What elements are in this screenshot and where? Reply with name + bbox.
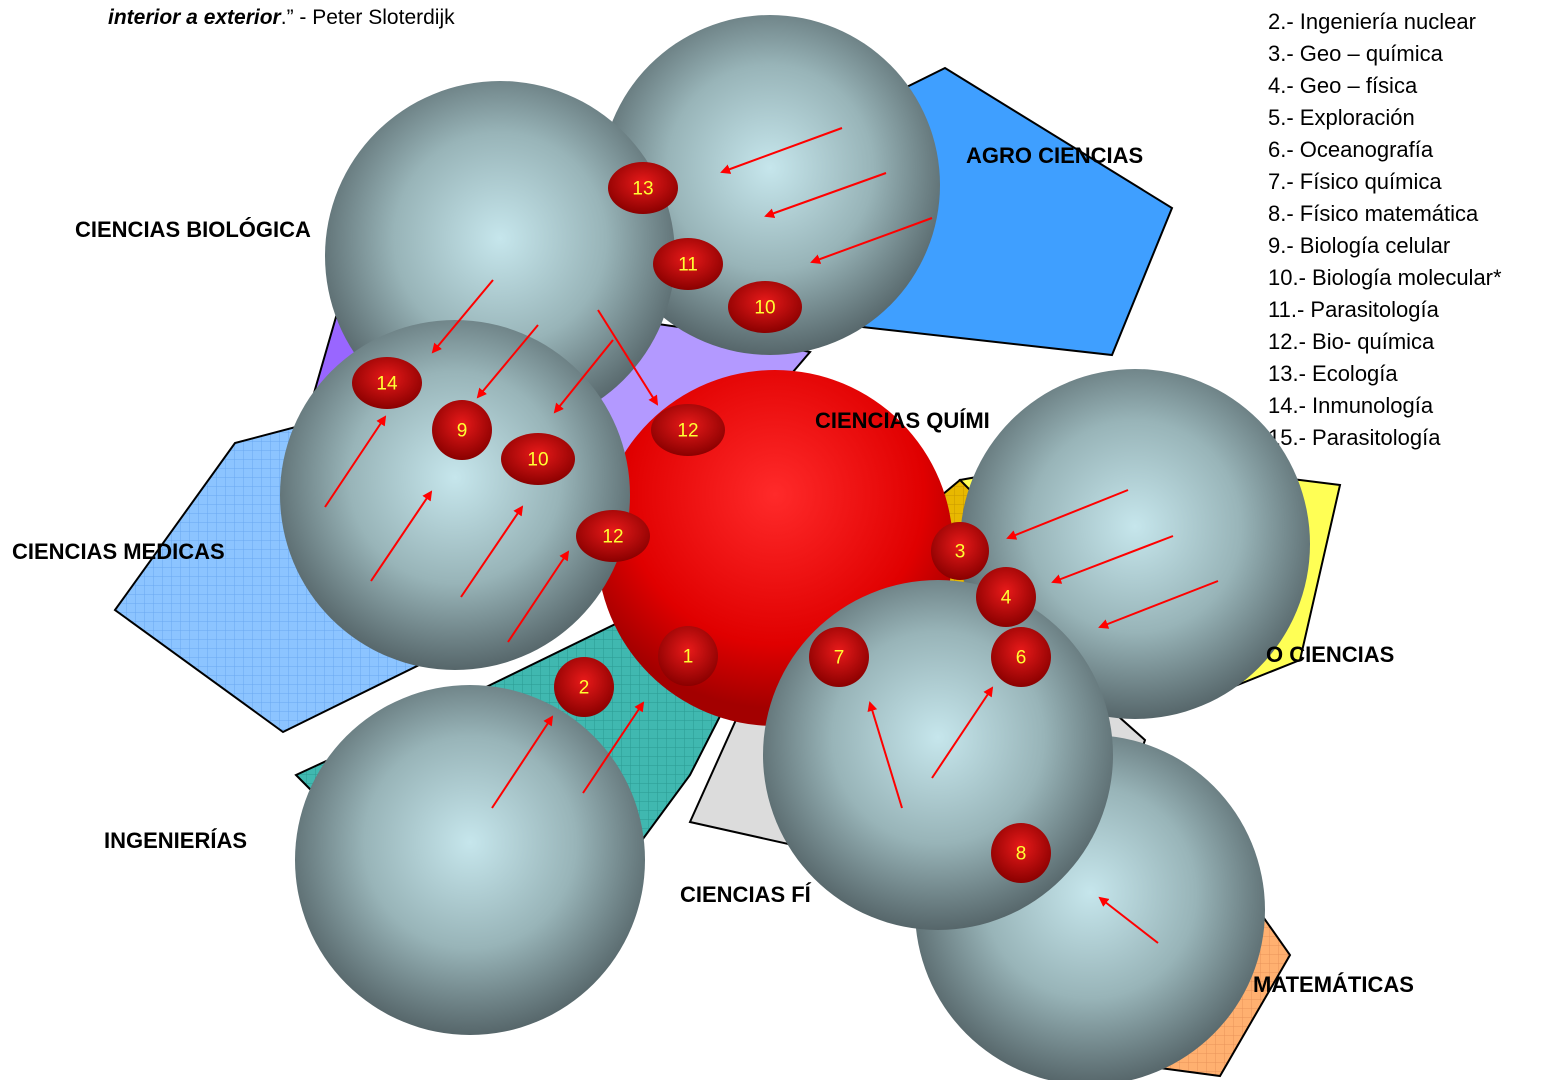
node-label: 10 [527,450,548,471]
label-ciencias-medicas: CIENCIAS MEDICAS [12,539,225,564]
arrow [1051,535,1174,584]
arrow [582,701,645,794]
medicas-sphere [280,320,630,670]
node-12-lower: 12 [576,510,650,562]
node-6: 6 [991,627,1051,687]
arrow [1098,896,1159,944]
legend-item: 11.- Parasitología [1268,297,1439,322]
node-10-top: 10 [728,281,802,333]
arrows-group [324,127,1219,944]
label-geo-ciencias: O CIENCIAS [1266,642,1394,667]
arrow [491,715,554,809]
ingenierias-sphere [295,685,645,1035]
node-label: 14 [376,374,398,395]
arrow [324,415,387,508]
node-2: 2 [554,657,614,717]
arrow [931,686,994,779]
label-agro-ciencias: AGRO CIENCIAS [966,143,1143,168]
legend-item: 14.- Inmunología [1268,393,1434,418]
arrow [720,127,843,174]
quote-text: interior a exterior.” - Peter Sloterdijk [108,6,455,30]
node-14: 14 [352,357,422,409]
arrow [867,701,903,809]
legend-list: 2.- Ingeniería nuclear 3.- Geo – química… [1268,6,1502,454]
label-ingenierias: INGENIERÍAS [104,828,247,853]
legend-item: 4.- Geo – física [1268,73,1418,98]
legend-item: 13.- Ecología [1268,361,1398,386]
label-ciencias-biologicas: CIENCIAS BIOLÓGICA [75,217,311,242]
arrow [553,339,614,414]
node-label: 4 [1001,588,1012,609]
legend-item: 12.- Bio- química [1268,329,1435,354]
node-label: 1 [683,647,694,668]
arrow [1006,489,1129,540]
node-label: 10 [754,298,775,319]
node-9: 9 [432,400,492,460]
legend-item: 7.- Físico química [1268,169,1442,194]
arrow [476,324,539,399]
node-10-middle: 10 [501,433,575,485]
node-label: 2 [579,678,590,699]
node-7: 7 [809,627,869,687]
node-label: 7 [834,648,845,669]
arrow [431,279,494,354]
arrow [460,505,524,598]
legend-item: 6.- Oceanografía [1268,137,1434,162]
label-ciencias-fisicas: CIENCIAS FÍ [680,882,812,907]
arrow [1098,580,1219,629]
legend-item: 15.- Parasitología [1268,425,1441,450]
arrow [370,490,433,582]
node-13: 13 [608,162,678,214]
arrow [597,309,659,406]
arrow [810,217,933,264]
node-label: 8 [1016,844,1027,865]
node-8: 8 [991,823,1051,883]
quote-emphasis: interior a exterior [108,6,281,29]
quote-author: .” - Peter Sloterdijk [280,6,455,29]
node-4: 4 [976,567,1036,627]
legend-item: 9.- Biología celular [1268,233,1451,258]
legend-item: 10.- Biología molecular* [1268,265,1502,290]
node-11: 11 [653,238,723,290]
label-matematicas: MATEMÁTICAS [1253,972,1414,997]
node-label: 12 [602,527,623,548]
node-label: 3 [955,542,966,563]
arrow [764,172,887,219]
legend-item: 3.- Geo – química [1268,41,1443,66]
label-ciencias-quimicas: CIENCIAS QUÍMI [815,408,990,433]
node-12-upper: 12 [651,404,725,456]
node-1: 1 [658,626,718,686]
node-3: 3 [931,522,989,580]
legend-item: 5.- Exploración [1268,105,1415,130]
fisicas-sphere [763,580,1113,930]
node-label: 13 [632,179,653,200]
node-label: 12 [677,421,698,442]
legend-item: 8.- Físico matemática [1268,201,1479,226]
node-label: 11 [678,255,698,276]
legend-item: 2.- Ingeniería nuclear [1268,9,1476,34]
node-label: 6 [1016,648,1027,669]
arrow [507,550,570,643]
node-label: 9 [457,421,468,442]
